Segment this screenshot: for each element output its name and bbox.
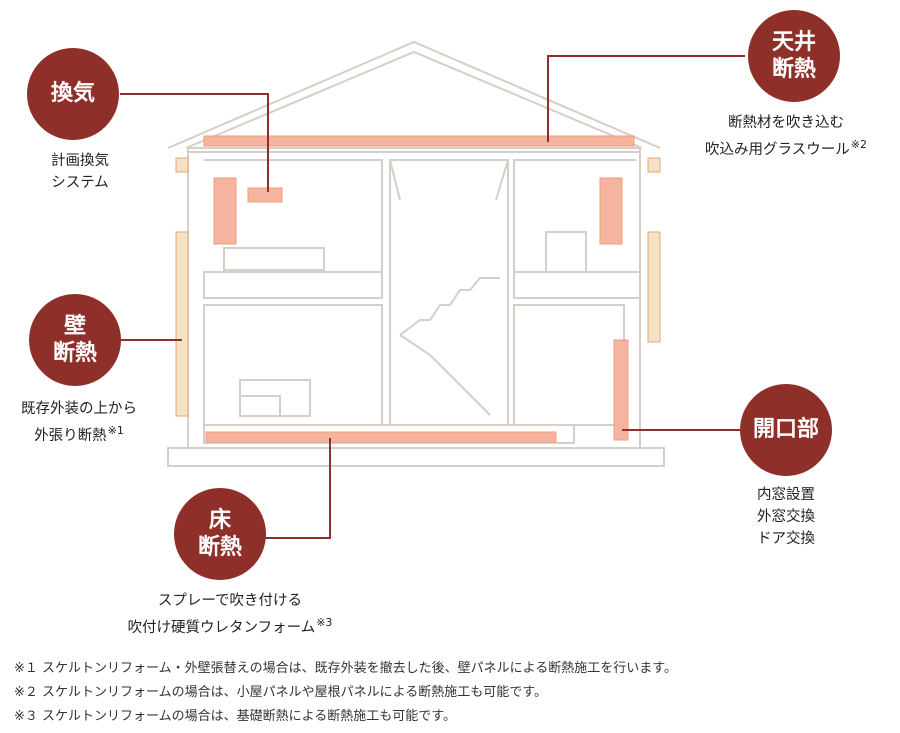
tenjou-badge-line1: 天井: [771, 29, 816, 55]
yuka-note-mark: ※3: [316, 616, 333, 629]
kanki-caption-line2: システム: [51, 175, 109, 191]
yuka-badge-line2: 断熱: [197, 535, 242, 560]
yuka-badge-line1: 床: [208, 507, 231, 533]
kabe-caption-line2: 外張り断熱: [34, 427, 107, 444]
kanki-caption-line1: 計画換気: [51, 153, 109, 169]
tenjou-note-mark: ※2: [850, 138, 867, 151]
yuka-badge: 床 断熱: [174, 488, 266, 580]
kaikoubu-caption-line3: ドア交換: [757, 531, 815, 547]
foundation: [167, 447, 665, 467]
floor-insulation: [205, 431, 557, 443]
kaikoubu-caption-line1: 内窓設置: [757, 487, 815, 503]
kabe-badge-line1: 壁: [63, 313, 86, 339]
kaikoubu-caption: 内窓設置 外窓交換 ドア交換: [736, 484, 836, 550]
kaikoubu-badge: 開口部: [740, 384, 832, 476]
roof-outline: [167, 40, 661, 149]
kabe-caption-line1: 既存外装の上から: [21, 401, 137, 417]
footnotes: ※１ スケルトンリフォーム・外壁張替えの場合は、既存外装を撤去した後、壁パネルに…: [14, 657, 677, 729]
footnote-2: ※２ スケルトンリフォームの場合は、小屋パネルや屋根パネルによる断熱施工も可能で…: [14, 685, 547, 700]
footnote-3: ※３ スケルトンリフォームの場合は、基礎断熱による断熱施工も可能です。: [14, 709, 456, 724]
kanki-leader: [120, 93, 269, 192]
kabe-badge: 壁 断熱: [29, 294, 121, 386]
kabe-badge-line2: 断熱: [52, 341, 97, 366]
kabe-caption: 既存外装の上から 外張り断熱※1: [0, 398, 158, 447]
tenjou-leader: [547, 55, 745, 142]
tenjou-caption-line2: 吹込み用グラスウール: [705, 141, 850, 158]
wall-insulation-right: [647, 231, 661, 343]
kanki-caption: 計画換気 システム: [20, 150, 140, 194]
ceiling-insulation: [203, 135, 635, 147]
tenjou-badge: 天井 断熱: [748, 10, 840, 102]
yuka-caption-line2: 吹付け硬質ウレタンフォーム: [127, 619, 316, 636]
tenjou-badge-line2: 断熱: [771, 57, 816, 82]
window-insulation: [613, 339, 629, 441]
kabe-note-mark: ※1: [107, 424, 124, 437]
yuka-leader: [262, 438, 331, 539]
yuka-caption: スプレーで吹き付ける 吹付け硬質ウレタンフォーム※3: [80, 590, 380, 639]
kanki-badge-text: 換気: [50, 81, 95, 107]
tenjou-caption: 断熱材を吹き込む 吹込み用グラスウール※2: [680, 112, 892, 161]
wall-insulation-left: [175, 231, 189, 417]
ventilation-unit: [247, 187, 283, 203]
kaikoubu-badge-text: 開口部: [752, 417, 819, 443]
tenjou-caption-line1: 断熱材を吹き込む: [728, 115, 844, 131]
kanki-badge: 換気: [27, 48, 119, 140]
yuka-caption-line1: スプレーで吹き付ける: [157, 593, 303, 609]
footnote-1: ※１ スケルトンリフォーム・外壁張替えの場合は、既存外装を撤去した後、壁パネルに…: [14, 661, 677, 676]
kaikoubu-caption-line2: 外窓交換: [757, 509, 815, 525]
